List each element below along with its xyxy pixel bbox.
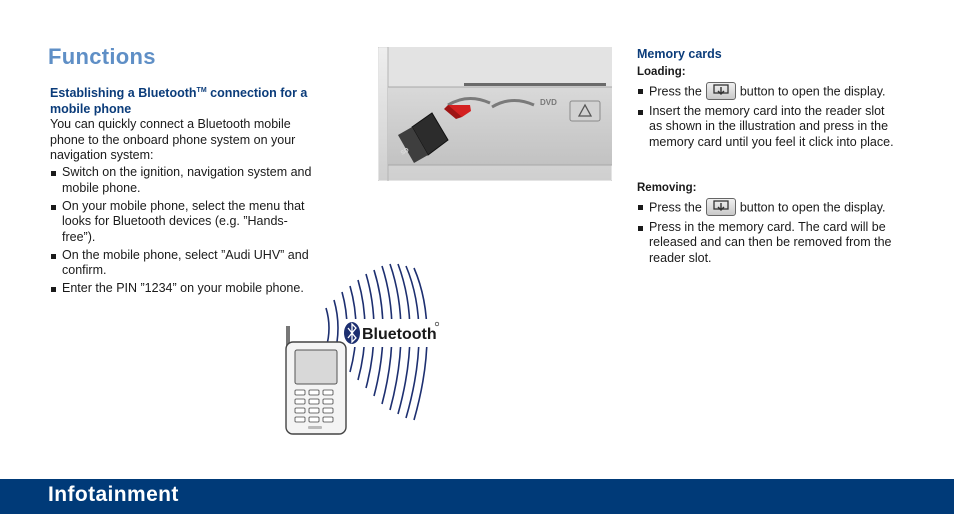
bluetooth-heading: Establishing a BluetoothTM connection fo… — [50, 83, 320, 117]
list-item: Enter the PIN ”1234” on your mobile phon… — [50, 281, 315, 297]
list-item: Press the button to open the display. — [637, 82, 899, 101]
step-text-after: button to open the display. — [739, 84, 886, 99]
svg-text:DVD: DVD — [540, 98, 557, 107]
svg-text:SD: SD — [400, 147, 411, 157]
footer-section-title: Infotainment — [48, 483, 179, 506]
step-text-after: button to open the display. — [739, 200, 886, 215]
bluetooth-heading-part1: Establishing a Bluetooth — [50, 86, 197, 101]
page-title: Functions — [48, 44, 156, 69]
bluetooth-steps-list: Switch on the ignition, navigation syste… — [50, 165, 315, 299]
bluetooth-intro: You can quickly connect a Bluetooth mobi… — [50, 117, 296, 162]
list-item: On the mobile phone, select ”Audi UHV” a… — [50, 248, 315, 279]
step-text-before: Press the — [649, 84, 702, 99]
removing-steps-list: Press the button to open the display. Pre… — [637, 198, 899, 269]
removing-label: Removing: — [637, 182, 697, 194]
list-item: Switch on the ignition, navigation syste… — [50, 165, 315, 196]
memory-cards-title: Memory cards — [637, 47, 722, 61]
open-display-icon — [705, 198, 736, 216]
loading-label: Loading: — [637, 66, 686, 78]
open-display-icon — [705, 82, 736, 100]
bluetooth-logo-text: Bluetooth — [362, 326, 437, 343]
bluetooth-phone-illustration: Bluetooth — [278, 262, 443, 440]
bluetooth-heading-part2: connection for a mobile phone — [50, 86, 308, 117]
list-item: Press in the memory card. The card will … — [637, 220, 899, 267]
trademark-mark: TM — [196, 87, 207, 94]
list-item: On your mobile phone, select the menu th… — [50, 199, 315, 246]
list-item: Insert the memory card into the reader s… — [637, 104, 899, 151]
card-reader-illustration: DVD SD — [377, 46, 613, 182]
footer-band — [0, 479, 954, 514]
list-item: Press the button to open the display. — [637, 198, 899, 217]
step-text-before: Press the — [649, 200, 702, 215]
loading-steps-list: Press the button to open the display. Ins… — [637, 82, 899, 153]
